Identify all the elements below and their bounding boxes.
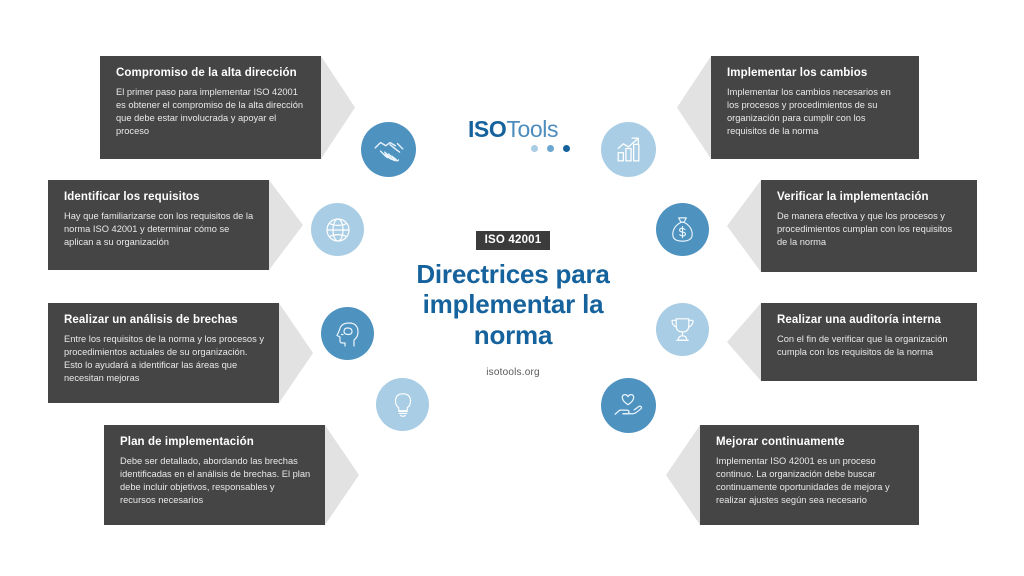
logo-tools-text: Tools [506,116,559,142]
page-title: Directrices para implementar la norma [416,259,610,350]
step-card: Verificar la implementación De manera ef… [761,180,977,272]
arrow-right-icon [269,180,303,270]
arrow-left-icon [727,180,761,272]
globe-icon [311,203,364,256]
step-body: Debe ser detallado, abordando las brecha… [120,455,311,506]
step-body: Con el fin de verificar que la organizac… [777,333,948,357]
step-title: Compromiso de la alta dirección [116,67,297,79]
step-body: El primer paso para implementar ISO 4200… [116,86,304,137]
handshake-icon [361,122,416,177]
logo-dot-2-icon [546,145,554,152]
step-card: Compromiso de la alta dirección El prime… [100,56,321,159]
bar-chart-growth-glyph [617,137,640,162]
step-body: Entre los requisitos de la norma y los p… [64,333,264,384]
trophy-icon [656,303,709,356]
step-block-left-3: Realizar un análisis de brechas Entre lo… [48,303,313,403]
logo-dot-1-icon [530,145,538,152]
step-block-right-4: Mejorar continuamente Implementar ISO 42… [666,425,919,525]
step-card: Mejorar continuamente Implementar ISO 42… [700,425,919,525]
step-title: Plan de implementación [120,436,254,448]
globe-glyph [325,217,350,242]
step-title: Implementar los cambios [727,67,868,79]
step-title: Realizar una auditoría interna [777,314,942,326]
step-block-right-2: Verificar la implementación De manera ef… [727,180,977,272]
lightbulb-icon [376,378,429,431]
hand-heart-icon [601,378,656,433]
arrow-right-icon [321,56,355,159]
logo-dots [382,145,644,152]
arrow-right-icon [325,425,359,525]
money-bag-glyph [672,217,693,242]
step-body: Hay que familiarizarse con los requisito… [64,210,254,248]
step-block-right-1: Implementar los cambios Implementar los … [677,56,919,159]
step-title: Realizar un análisis de brechas [64,314,238,326]
step-title: Mejorar continuamente [716,436,845,448]
center-panel: ISOTools ISO 42001 Directrices para impl… [382,118,644,379]
step-block-left-2: Identificar los requisitos Hay que famil… [48,180,303,270]
arrow-left-icon [677,56,711,159]
bar-chart-growth-icon [601,122,656,177]
step-card: Plan de implementación Debe ser detallad… [104,425,325,525]
head-brain-icon [321,307,374,360]
arrow-left-icon [666,425,700,525]
head-brain-glyph [335,321,359,347]
hand-heart-glyph [614,393,643,415]
logo-dot-3-icon [562,145,570,152]
logo-iso-text: ISO [467,116,507,142]
arrow-right-icon [279,303,313,403]
standard-badge: ISO 42001 [475,231,551,250]
step-body: Implementar los cambios necesarios en lo… [727,86,891,137]
step-card: Realizar un análisis de brechas Entre lo… [48,303,279,403]
step-card: Implementar los cambios Implementar los … [711,56,919,159]
step-card: Realizar una auditoría interna Con el fi… [761,303,977,381]
lightbulb-glyph [394,392,411,417]
handshake-glyph [373,141,404,161]
step-card: Identificar los requisitos Hay que famil… [48,180,269,270]
step-title: Identificar los requisitos [64,191,200,203]
isotools-logo: ISOTools [382,118,644,141]
step-title: Verificar la implementación [777,191,929,203]
arrow-left-icon [727,303,761,381]
website-url: isotools.org [486,367,540,379]
step-block-right-3: Realizar una auditoría interna Con el fi… [727,303,977,381]
step-body: Implementar ISO 42001 es un proceso cont… [716,455,890,506]
trophy-glyph [671,318,694,341]
step-block-left-4: Plan de implementación Debe ser detallad… [104,425,359,525]
money-bag-icon [656,203,709,256]
step-body: De manera efectiva y que los procesos y … [777,210,953,248]
step-block-left-1: Compromiso de la alta dirección El prime… [100,56,355,159]
